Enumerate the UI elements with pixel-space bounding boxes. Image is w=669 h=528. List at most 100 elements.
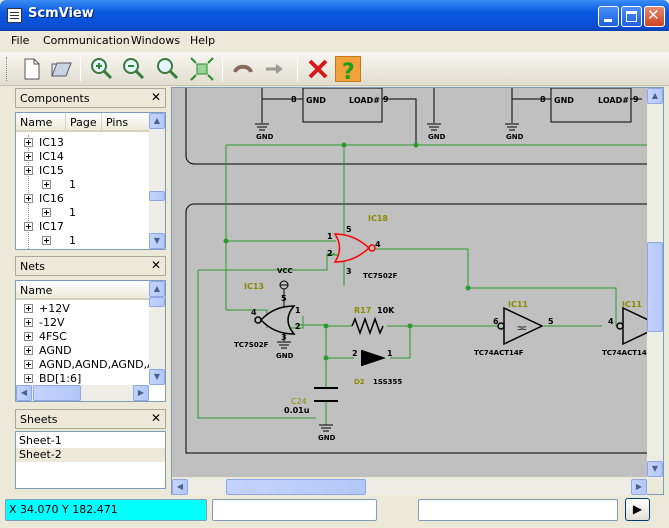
collapse-icon[interactable] — [24, 222, 33, 231]
collapse-icon[interactable] — [24, 194, 33, 203]
ic11b-part: TC74ACT14 — [602, 349, 647, 357]
nets-scrollbar[interactable]: ▲ ▼ — [149, 281, 165, 385]
expand-icon[interactable] — [24, 346, 33, 355]
new-button[interactable] — [18, 56, 44, 82]
components-scrollbar[interactable]: ▲ ▼ — [149, 113, 165, 249]
expand-icon[interactable] — [24, 360, 33, 369]
canvas-vscrollbar[interactable]: ▲ ▼ — [647, 88, 663, 479]
scroll-up-icon[interactable]: ▲ — [149, 113, 165, 129]
scroll-thumb[interactable] — [149, 297, 165, 307]
nets-list[interactable]: Name +12V -12V 4FSC AGND AGND,AGND,AGND,… — [15, 280, 166, 402]
forward-icon — [266, 64, 283, 74]
scroll-down-icon[interactable]: ▼ — [647, 461, 663, 477]
zoom-fit-button[interactable] — [189, 56, 215, 82]
schematic-canvas[interactable]: 8 GND LOAD# 9 8 GND LOAD# 9 GND GND GND — [172, 88, 647, 477]
ic18-part: TC7S02F — [363, 272, 398, 280]
gnd-symbol — [255, 123, 269, 131]
expand-icon[interactable] — [24, 304, 33, 313]
nets-close-icon[interactable]: ✕ — [150, 258, 161, 272]
sheet-item-selected[interactable]: Sheet-2 — [16, 448, 165, 462]
ic13-gate[interactable] — [254, 305, 296, 335]
scroll-up-icon[interactable]: ▲ — [647, 88, 663, 104]
back-button[interactable] — [230, 56, 256, 82]
scroll-right-icon[interactable]: ▶ — [133, 385, 149, 401]
ic11-inverter[interactable] — [497, 306, 544, 346]
zoom-in-button[interactable] — [88, 56, 114, 82]
ic18-gate[interactable] — [333, 233, 376, 263]
zoom-out-button[interactable] — [120, 56, 146, 82]
sheets-close-icon[interactable]: ✕ — [150, 411, 161, 425]
minimize-button[interactable] — [598, 6, 619, 27]
sheet-item[interactable]: Sheet-1 — [19, 434, 62, 447]
components-list[interactable]: Name Page Pins IC13 IC14 IC15 1 IC16 1 I… — [15, 112, 166, 250]
scroll-thumb[interactable] — [647, 242, 663, 332]
delete-button[interactable] — [305, 56, 331, 82]
gnd-label: GND — [506, 133, 524, 141]
schematic-view[interactable]: 8 GND LOAD# 9 8 GND LOAD# 9 GND GND GND — [171, 87, 664, 495]
scroll-down-icon[interactable]: ▼ — [149, 369, 165, 385]
net-item[interactable]: -12V — [24, 316, 65, 330]
c24-capacitor[interactable] — [314, 387, 338, 402]
canvas-hscrollbar[interactable]: ◀ ▶ — [172, 479, 647, 495]
toolbar-grip — [6, 57, 9, 81]
tree-item[interactable]: IC17 — [24, 220, 64, 234]
tree-item[interactable]: 1 — [42, 234, 76, 248]
r17-resistor[interactable] — [351, 316, 384, 336]
tree-item[interactable]: 1 — [42, 206, 76, 220]
sheets-list[interactable]: Sheet-1 Sheet-2 — [15, 431, 166, 489]
scroll-left-icon[interactable]: ◀ — [16, 385, 32, 401]
net-item[interactable]: AGND,AGND,AGND,AG — [24, 358, 163, 372]
zoom-area-button[interactable] — [154, 56, 180, 82]
col-pins[interactable]: Pins — [102, 113, 150, 132]
expand-icon[interactable] — [42, 180, 51, 189]
tree-item[interactable]: IC16 — [24, 192, 64, 206]
net-item[interactable]: +12V — [24, 302, 70, 316]
collapse-icon[interactable] — [24, 166, 33, 175]
expand-icon[interactable] — [24, 138, 33, 147]
open-button[interactable] — [48, 56, 74, 82]
ic11-inverter-2[interactable] — [616, 306, 647, 346]
scroll-thumb[interactable] — [149, 191, 165, 201]
net-item[interactable]: AGND — [24, 344, 72, 358]
tree-item[interactable]: IC15 — [24, 164, 64, 178]
expand-icon[interactable] — [24, 374, 33, 383]
menu-file[interactable]: File — [11, 34, 30, 47]
scroll-right-icon[interactable]: ▶ — [631, 479, 647, 495]
tree-item[interactable]: IC13 — [24, 136, 64, 150]
scroll-down-icon[interactable]: ▼ — [149, 233, 165, 249]
close-button[interactable]: ✕ — [644, 6, 665, 27]
junctions — [223, 142, 471, 361]
splitter[interactable] — [167, 86, 171, 494]
col-page[interactable]: Page — [66, 113, 102, 132]
maximize-button[interactable] — [621, 6, 642, 27]
tree-item-label: IC17 — [39, 220, 64, 233]
menu-help[interactable]: Help — [190, 34, 216, 47]
scroll-left-icon[interactable]: ◀ — [172, 479, 188, 495]
forward-button[interactable] — [262, 56, 288, 82]
expand-icon[interactable] — [24, 152, 33, 161]
net-item[interactable]: BD[1:6] — [24, 372, 81, 386]
open-icon — [51, 62, 72, 77]
status-field-3[interactable] — [418, 499, 618, 521]
help-button[interactable]: ? — [335, 56, 361, 85]
status-field-2[interactable] — [212, 499, 377, 521]
tree-item[interactable]: IC14 — [24, 150, 64, 164]
scroll-thumb[interactable] — [33, 385, 81, 401]
col-net-name[interactable]: Name — [16, 281, 150, 300]
tree-item-label: 1 — [69, 178, 76, 191]
expand-icon[interactable] — [42, 208, 51, 217]
menu-communication[interactable]: Communication — [43, 34, 130, 47]
nets-hscrollbar[interactable]: ◀ ▶ — [16, 385, 149, 401]
expand-icon[interactable] — [24, 318, 33, 327]
scroll-thumb[interactable] — [226, 479, 366, 495]
components-close-icon[interactable]: ✕ — [150, 90, 161, 104]
scroll-up-icon[interactable]: ▲ — [149, 281, 165, 297]
play-button[interactable]: ▶ — [625, 498, 650, 521]
expand-icon[interactable] — [42, 236, 51, 245]
net-item[interactable]: 4FSC — [24, 330, 67, 344]
d2-diode[interactable] — [361, 350, 386, 366]
menu-windows[interactable]: Windows — [131, 34, 181, 47]
col-name[interactable]: Name — [16, 113, 66, 132]
expand-icon[interactable] — [24, 332, 33, 341]
tree-item[interactable]: 1 — [42, 178, 76, 192]
